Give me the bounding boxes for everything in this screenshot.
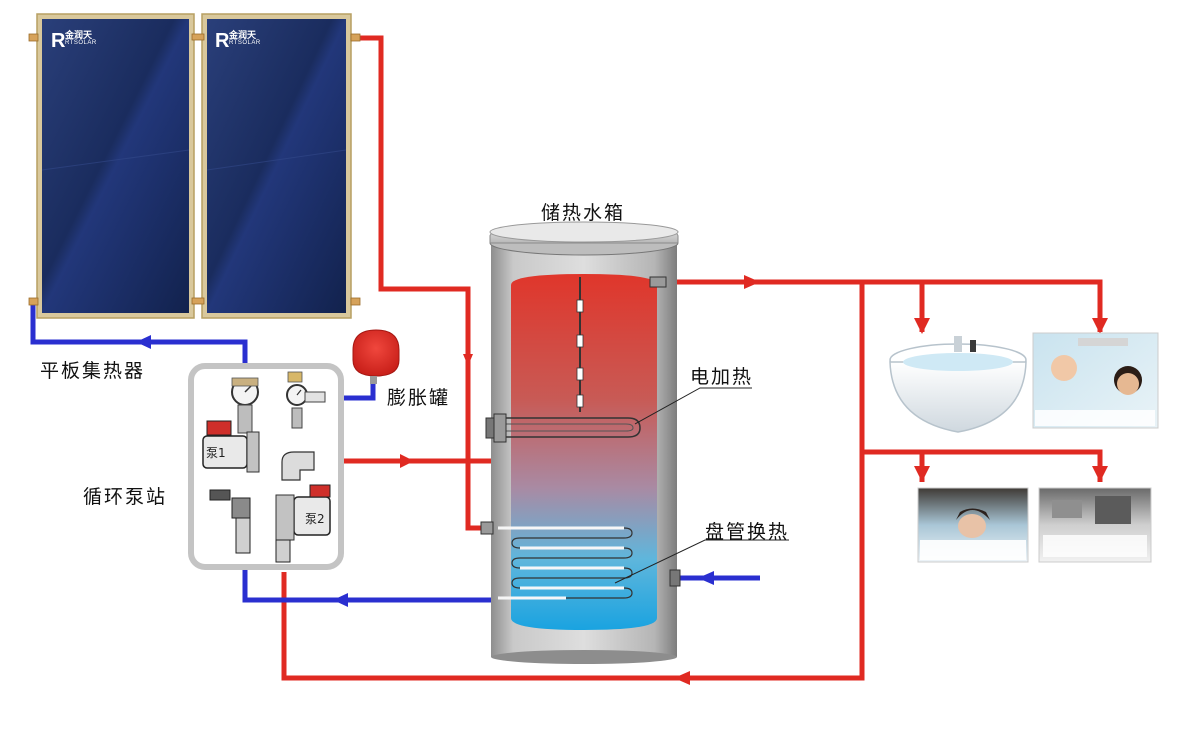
pump-2-label: 泵2: [305, 512, 325, 526]
brand-logo-1: 金润天 RTSOLAR: [65, 30, 97, 46]
svg-text:R: R: [215, 30, 230, 52]
expansion-tank: [340, 329, 400, 401]
pump-station-label: 循环泵站: [83, 486, 168, 508]
triangle-arrow-icon: [914, 318, 930, 334]
triangle-arrow-icon: [1092, 318, 1108, 334]
pump-station: [188, 363, 344, 570]
triangle-arrow-icon: [136, 335, 151, 349]
electric-heater-label: 电加热: [690, 366, 754, 388]
expansion-tank-label: 膨胀罐: [387, 387, 451, 409]
storage-tank-label: 储热水箱: [541, 202, 626, 224]
collector-panel-1: [36, 13, 195, 319]
triangle-arrow-icon: [1092, 466, 1108, 482]
leader-lines: [614, 387, 789, 584]
collector-label: 平板集热器: [40, 360, 146, 382]
bathroom-interior-image: [1038, 487, 1152, 563]
brand-logo-2: 金润天 RTSOLAR: [229, 30, 261, 46]
svg-text:R: R: [51, 30, 66, 52]
bathtub-image: [889, 336, 1027, 433]
flat-plate-collectors: R R: [28, 13, 361, 319]
triangle-arrow-icon: [463, 354, 473, 366]
triangle-arrow-icon: [333, 593, 348, 607]
flow-arrows: [136, 275, 1108, 685]
collector-fittings: [28, 33, 361, 306]
triangle-arrow-icon: [914, 466, 930, 482]
triangle-arrow-icon: [744, 275, 760, 289]
triangle-arrow-icon: [400, 454, 414, 468]
child-bath-image: [1032, 332, 1159, 429]
pump-1-label: 泵1: [206, 446, 226, 460]
triangle-arrow-icon: [674, 671, 690, 685]
triangle-arrow-icon: [698, 571, 714, 585]
electric-heater-element: [505, 417, 641, 438]
collector-panel-2: [201, 13, 352, 319]
woman-bath-image: [917, 487, 1029, 563]
r-letter-logo-icon: R R: [51, 30, 230, 52]
hot-pipes: [281, 35, 1103, 681]
storage-tank: [480, 221, 681, 664]
coil-exchanger-label: 盘管换热: [705, 521, 790, 543]
